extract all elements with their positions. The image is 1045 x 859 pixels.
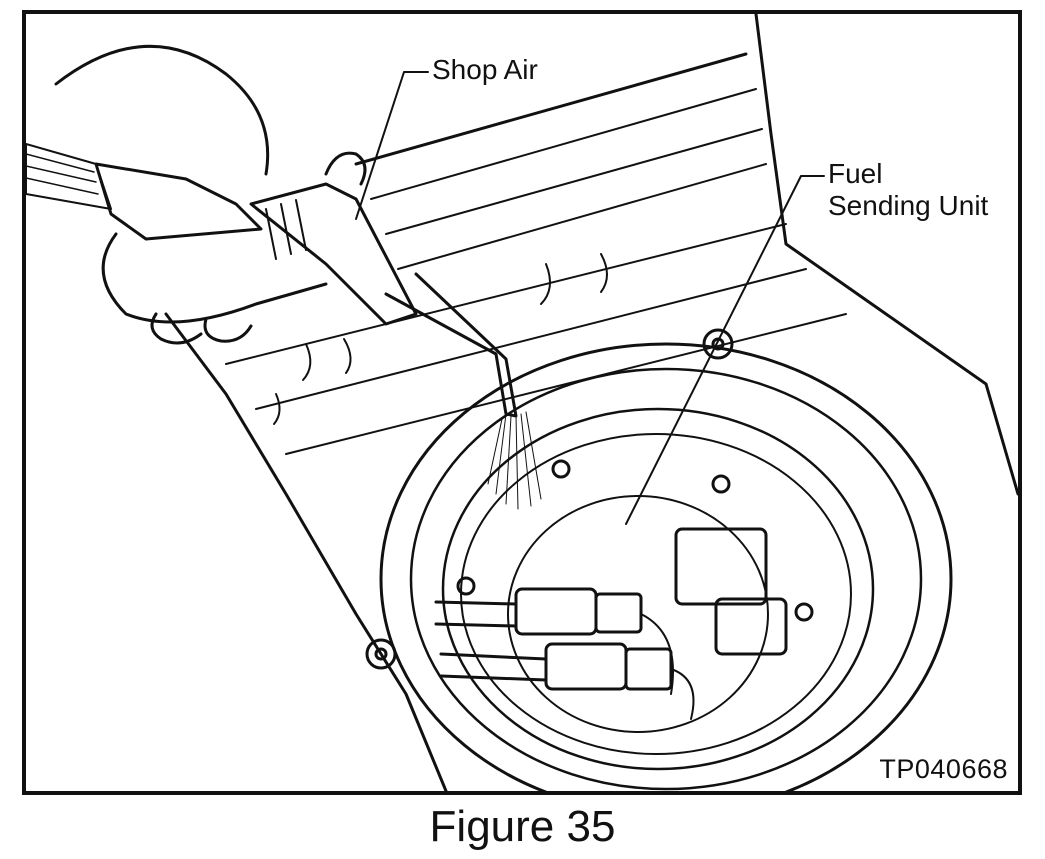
air-spray-drawing (487, 411, 542, 510)
line-illustration (26, 14, 1018, 791)
figure-frame: Shop Air Fuel Sending Unit TP040668 (22, 10, 1022, 795)
figure-code: TP040668 (879, 754, 1008, 784)
fuel-sending-unit-line1: Fuel (828, 158, 883, 189)
fuel-sending-unit-callout: Fuel Sending Unit (828, 158, 988, 222)
sending-unit-connectors-drawing (434, 527, 788, 720)
fuel-sending-unit-line2: Sending Unit (828, 190, 989, 221)
figure-caption: Figure 35 (429, 802, 616, 851)
floor-panel-drawing (164, 14, 1018, 791)
shop-air-callout: Shop Air (432, 54, 538, 85)
leader-lines (355, 71, 825, 525)
hand-with-air-gun-drawing (26, 44, 518, 418)
service-opening-drawing (365, 328, 953, 791)
